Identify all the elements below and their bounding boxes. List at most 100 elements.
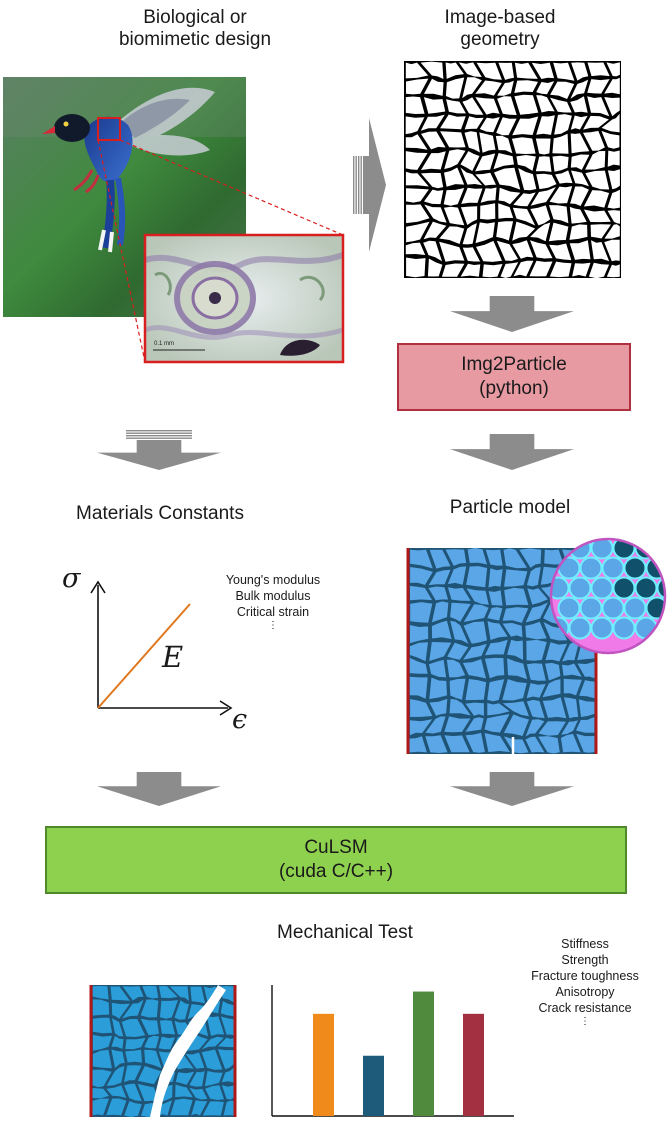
- cell: [525, 719, 545, 737]
- cell: [170, 1098, 193, 1116]
- modulus-symbol: E: [162, 640, 184, 674]
- cell: [124, 1101, 142, 1117]
- cell: [446, 99, 466, 114]
- arrow-stripe: [126, 432, 192, 434]
- cell: [578, 699, 595, 717]
- cell: [445, 549, 467, 566]
- cell: [571, 62, 589, 81]
- cell: [410, 602, 433, 623]
- cell: [159, 986, 178, 999]
- cell: [536, 95, 555, 113]
- cell: [191, 1100, 208, 1116]
- cell: [187, 1004, 206, 1020]
- cell: [494, 167, 521, 190]
- cell: [466, 566, 488, 588]
- cell: [121, 1019, 146, 1037]
- cell: [487, 703, 510, 716]
- bar-2: [363, 1055, 384, 1116]
- cell: [484, 657, 505, 679]
- cell: [428, 586, 449, 601]
- cell: [465, 702, 484, 716]
- cell: [587, 79, 610, 94]
- cell: [504, 569, 528, 587]
- cell: [535, 138, 551, 155]
- cell: [576, 733, 595, 753]
- arrow-stripe: [126, 430, 192, 432]
- cell: [423, 97, 446, 114]
- cell: [124, 1065, 142, 1083]
- cell: [512, 207, 536, 226]
- cell: [92, 986, 109, 1000]
- cell: [424, 189, 444, 205]
- cell: [425, 716, 446, 734]
- cell: [536, 81, 555, 95]
- cell: [175, 1084, 193, 1098]
- cell: [140, 1018, 159, 1035]
- cell: [202, 1101, 224, 1116]
- cell: [449, 678, 466, 700]
- cell: [169, 986, 189, 1001]
- zoom-selection-box: [97, 117, 121, 141]
- particle: [656, 539, 665, 560]
- cell: [410, 567, 433, 585]
- particle: [623, 556, 647, 580]
- cell: [409, 676, 428, 699]
- cell: [92, 1034, 113, 1051]
- cell: [462, 659, 486, 679]
- cell: [545, 642, 568, 662]
- cell: [439, 241, 465, 262]
- constant-critical-strain: Critical strain: [236, 605, 310, 619]
- strain-axis-arrowhead: [219, 700, 233, 716]
- particle: [568, 616, 592, 640]
- img2particle-title: Img2Particle: [461, 354, 567, 375]
- particle: [623, 596, 647, 620]
- cell: [444, 735, 470, 753]
- cell: [439, 226, 465, 244]
- cell: [406, 78, 429, 95]
- cell: [561, 720, 578, 735]
- cell: [480, 187, 497, 203]
- bar-3: [413, 991, 434, 1116]
- cell: [106, 1066, 125, 1086]
- cell: [431, 601, 449, 623]
- cell: [204, 1071, 223, 1087]
- particle: [634, 616, 658, 640]
- culsm-subtitle: (cuda C/C++): [278, 861, 394, 882]
- cell: [531, 62, 555, 79]
- cell: [425, 735, 448, 753]
- cell: [144, 1035, 160, 1049]
- cell: [410, 585, 433, 601]
- cell: [158, 1100, 172, 1116]
- constant-bulk-modulus: Bulk modulus: [235, 589, 311, 603]
- cell: [429, 549, 451, 569]
- cell: [569, 206, 587, 224]
- cell: [441, 263, 465, 277]
- cell: [527, 588, 548, 605]
- cell: [190, 986, 206, 1004]
- cell: [606, 62, 620, 77]
- cell: [487, 607, 503, 621]
- photo-to-geometry-arrow: [353, 118, 386, 252]
- particle: [634, 576, 658, 600]
- cell: [446, 659, 466, 678]
- cell: [122, 986, 144, 1001]
- cell: [431, 620, 452, 640]
- cell: [570, 154, 590, 170]
- cell: [583, 130, 605, 151]
- particle: [612, 616, 636, 640]
- cell: [464, 116, 484, 130]
- cell: [583, 190, 610, 208]
- cell: [440, 114, 466, 130]
- cell: [461, 187, 483, 204]
- particle: [579, 556, 603, 580]
- cell: [585, 151, 606, 170]
- bone-micrograph: [143, 233, 345, 364]
- cell: [475, 222, 495, 244]
- cell: [503, 714, 529, 736]
- bird-photo: [3, 77, 344, 363]
- cell: [504, 587, 529, 606]
- cell: [137, 1066, 162, 1085]
- cell: [466, 588, 489, 605]
- cell: [444, 167, 465, 187]
- cell: [544, 549, 564, 565]
